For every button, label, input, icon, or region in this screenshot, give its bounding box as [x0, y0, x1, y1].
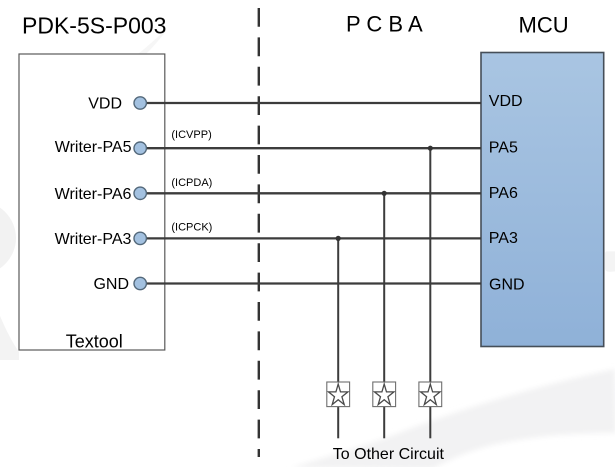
svg-text:P C B A: P C B A [346, 11, 423, 36]
svg-text:PA3: PA3 [489, 230, 518, 247]
svg-text:PA5: PA5 [489, 140, 518, 157]
svg-text:PDK-5S-P003: PDK-5S-P003 [22, 13, 166, 39]
svg-text:Textool: Textool [66, 331, 123, 351]
svg-text:To Other Circuit: To Other Circuit [333, 446, 445, 463]
svg-text:Writer-PA3: Writer-PA3 [55, 231, 132, 248]
svg-text:(ICPDA): (ICPDA) [171, 177, 212, 189]
svg-text:PA6: PA6 [489, 185, 518, 202]
svg-text:Writer-PA6: Writer-PA6 [55, 186, 132, 203]
svg-text:GND: GND [93, 276, 129, 293]
svg-text:VDD: VDD [489, 93, 523, 110]
svg-text:VDD: VDD [88, 96, 122, 113]
svg-text:(ICVPP): (ICVPP) [171, 129, 211, 141]
svg-text:GND: GND [489, 276, 525, 293]
svg-text:Writer-PA5: Writer-PA5 [55, 139, 132, 156]
svg-text:(ICPCK): (ICPCK) [171, 221, 212, 233]
svg-text:MCU: MCU [519, 12, 569, 37]
